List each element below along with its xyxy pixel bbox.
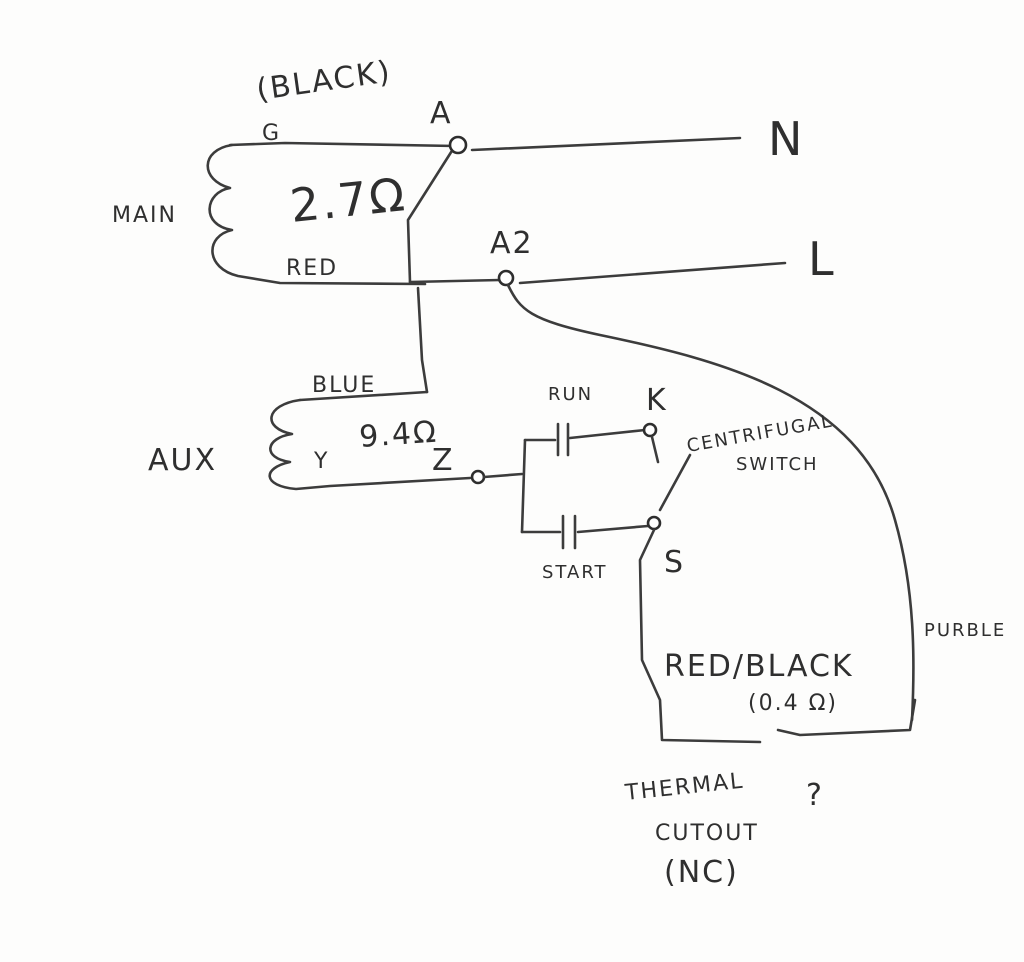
- centrifugal-switch: [520, 422, 692, 550]
- run-contact-icon: [556, 422, 570, 457]
- terminal-k-label: K: [646, 383, 668, 418]
- main-red-lead: [408, 278, 502, 284]
- terminal-a-node: [448, 135, 468, 155]
- thermal-cutout-return-wire: [776, 698, 917, 737]
- line-l-label: L: [808, 232, 836, 286]
- switch-label: SWITCH: [736, 454, 819, 475]
- terminal-s-node: [646, 515, 662, 531]
- main-resistance-label: 2.7Ω: [288, 167, 409, 233]
- main-label: MAIN: [112, 203, 177, 228]
- z-to-switch-wire: [482, 472, 524, 479]
- main-winding: [206, 141, 502, 394]
- line-l-wire: [518, 261, 787, 285]
- switch-k-stub: [650, 435, 660, 464]
- terminal-a2-node: [497, 269, 515, 287]
- thermal-label-line2: CUTOUT: [655, 821, 759, 846]
- main-coil-icon: [206, 143, 427, 286]
- main-end-label: RED: [286, 256, 338, 281]
- aux-resistance-label: 9.4Ω: [358, 415, 439, 455]
- red-black-wire: [638, 528, 762, 744]
- terminal-s-label: S: [664, 545, 685, 580]
- terminal-k-node: [642, 422, 658, 438]
- question-label: ?: [806, 778, 824, 813]
- main-color-label: (BLACK): [254, 54, 394, 108]
- switch-blade-icon: [658, 453, 692, 512]
- aux-winding: [268, 390, 524, 491]
- run-line-right: [568, 428, 647, 440]
- terminal-z-node: [470, 469, 486, 485]
- aux-blue-lead: [298, 390, 429, 402]
- terminal-a-label: A: [430, 96, 453, 131]
- main-diagonal-wire: [406, 144, 457, 284]
- purple-wire: [506, 283, 915, 722]
- start-contact-icon: [561, 514, 577, 550]
- line-n-label: N: [768, 112, 804, 166]
- main-start-label: G: [262, 121, 281, 146]
- start-line-right: [576, 524, 650, 534]
- red-black-label: RED/BLACK: [664, 649, 854, 684]
- purple-label: PURBLE: [924, 620, 1006, 641]
- start-label: START: [542, 562, 608, 583]
- aux-end-label: Y: [313, 449, 329, 474]
- line-n-wire: [470, 136, 742, 152]
- main-top-lead: [228, 141, 457, 148]
- terminal-z-label: Z: [432, 443, 455, 478]
- aux-label: AUX: [148, 443, 217, 478]
- switch-left-bus: [520, 438, 527, 534]
- thermal-label-line1: THERMAL: [623, 769, 745, 806]
- red-black-resistance-label: (0.4 Ω): [748, 691, 838, 716]
- aux-start-label: BLUE: [312, 373, 376, 398]
- centrifugal-label: CENTRIFUGAL: [685, 411, 834, 457]
- junction-vertical-wire: [416, 286, 429, 394]
- thermal-label-line3: (NC): [664, 855, 739, 890]
- aux-coil-icon: [268, 398, 472, 491]
- run-label: RUN: [548, 384, 593, 405]
- terminal-a2-label: A2: [490, 226, 534, 261]
